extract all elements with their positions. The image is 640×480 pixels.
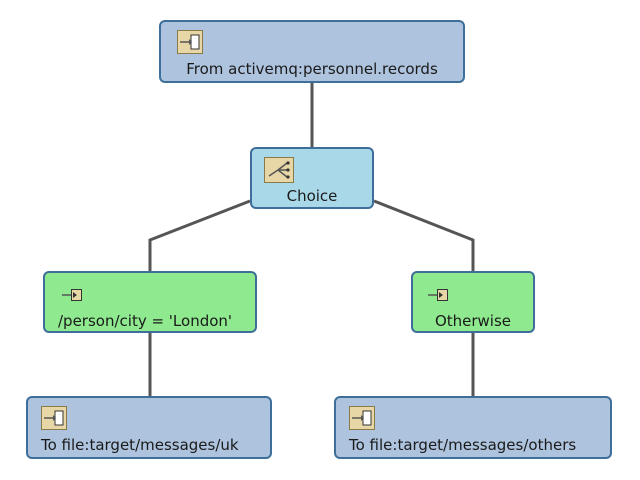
connector-choice-otherwise (373, 199, 475, 272)
connector-choice-when (148, 199, 251, 272)
endpoint-out-icon (41, 406, 67, 430)
endpoint-out-icon (349, 406, 375, 430)
branch-arrow-icon (62, 289, 82, 301)
otherwise-branch-label: Otherwise (434, 312, 512, 330)
from-endpoint-label: From activemq:personnel.records (186, 60, 438, 78)
endpoint-in-icon (177, 30, 203, 54)
to-uk-endpoint-node[interactable]: To file:target/messages/uk (26, 396, 272, 459)
when-branch-label: /person/city = 'London' (58, 312, 233, 330)
choice-node[interactable]: Choice (250, 147, 374, 209)
from-endpoint-node[interactable]: From activemq:personnel.records (159, 20, 465, 83)
to-others-endpoint-label: To file:target/messages/others (349, 436, 577, 454)
to-others-endpoint-node[interactable]: To file:target/messages/others (334, 396, 612, 459)
choice-router-icon (264, 157, 294, 183)
branch-arrow-icon (428, 289, 448, 301)
when-branch-node[interactable]: /person/city = 'London' (43, 271, 257, 333)
otherwise-branch-node[interactable]: Otherwise (411, 271, 535, 333)
to-uk-endpoint-label: To file:target/messages/uk (41, 436, 239, 454)
choice-label: Choice (286, 187, 338, 205)
